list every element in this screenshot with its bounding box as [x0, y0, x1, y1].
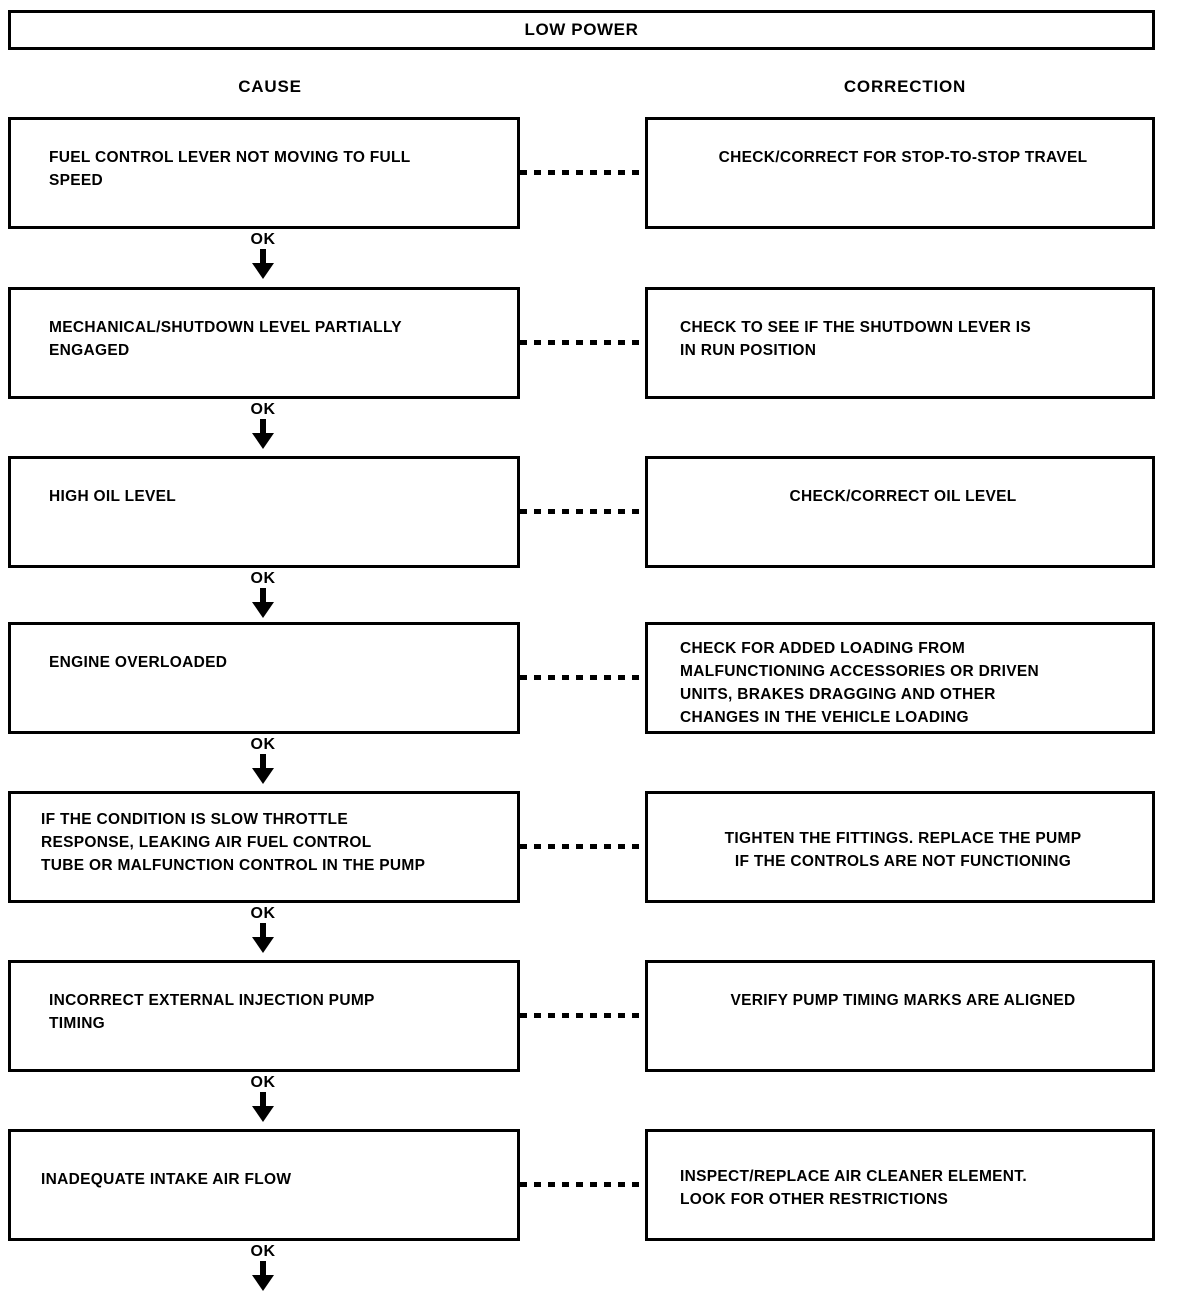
ok-label: OK	[250, 231, 276, 248]
correction-text: VERIFY PUMP TIMING MARKS ARE ALIGNED	[730, 992, 1076, 1009]
ok-label: OK	[250, 905, 276, 922]
ok-label: OK	[250, 570, 276, 587]
arrow-shaft	[260, 588, 266, 602]
cause-text: HIGH OIL LEVEL	[49, 488, 177, 505]
cause-text: FUEL CONTROL LEVER NOT MOVING TO FULL SP…	[49, 149, 411, 189]
cause-box: INADEQUATE INTAKE AIR FLOW	[8, 1129, 520, 1241]
column-heading-cause: CAUSE	[238, 77, 302, 96]
arrow-shaft	[260, 1261, 266, 1275]
ok-label: OK	[250, 736, 276, 753]
cause-box: MECHANICAL/SHUTDOWN LEVEL PARTIALLY ENGA…	[8, 287, 520, 399]
cause-correction-link	[520, 1182, 645, 1187]
correction-text: TIGHTEN THE FITTINGS. REPLACE THE PUMP I…	[724, 830, 1082, 870]
cause-correction-link	[520, 1013, 645, 1018]
cause-correction-link	[520, 675, 645, 680]
ok-label: OK	[250, 1074, 276, 1091]
arrow-head-icon	[252, 602, 274, 618]
cause-correction-link	[520, 844, 645, 849]
cause-text: IF THE CONDITION IS SLOW THROTTLE RESPON…	[41, 811, 426, 874]
cause-box: ENGINE OVERLOADED	[8, 622, 520, 734]
ok-arrow-connector: OK	[228, 1074, 298, 1122]
cause-text: ENGINE OVERLOADED	[49, 654, 228, 671]
cause-correction-link	[520, 170, 645, 175]
correction-text: CHECK TO SEE IF THE SHUTDOWN LEVER IS IN…	[680, 319, 1031, 359]
ok-label: OK	[250, 401, 276, 418]
cause-correction-link	[520, 509, 645, 514]
ok-arrow-connector: OK	[228, 401, 298, 449]
correction-box: TIGHTEN THE FITTINGS. REPLACE THE PUMP I…	[645, 791, 1155, 903]
arrow-head-icon	[252, 263, 274, 279]
correction-text: CHECK/CORRECT OIL LEVEL	[789, 488, 1017, 505]
arrow-shaft	[260, 419, 266, 433]
correction-text: INSPECT/REPLACE AIR CLEANER ELEMENT. LOO…	[680, 1168, 1027, 1208]
correction-box: CHECK/CORRECT FOR STOP-TO-STOP TRAVEL	[645, 117, 1155, 229]
cause-box: IF THE CONDITION IS SLOW THROTTLE RESPON…	[8, 791, 520, 903]
arrow-shaft	[260, 923, 266, 937]
cause-box: INCORRECT EXTERNAL INJECTION PUMP TIMING	[8, 960, 520, 1072]
ok-arrow-connector: OK	[228, 1243, 298, 1291]
arrow-head-icon	[252, 768, 274, 784]
column-heading-correction: CORRECTION	[843, 77, 967, 96]
correction-box: INSPECT/REPLACE AIR CLEANER ELEMENT. LOO…	[645, 1129, 1155, 1241]
correction-text: CHECK/CORRECT FOR STOP-TO-STOP TRAVEL	[718, 149, 1088, 166]
ok-label: OK	[250, 1243, 276, 1260]
ok-arrow-connector: OK	[228, 231, 298, 279]
correction-box: CHECK/CORRECT OIL LEVEL	[645, 456, 1155, 568]
cause-text: INCORRECT EXTERNAL INJECTION PUMP TIMING	[49, 992, 375, 1032]
arrow-shaft	[260, 1092, 266, 1106]
arrow-head-icon	[252, 937, 274, 953]
cause-text: INADEQUATE INTAKE AIR FLOW	[41, 1171, 292, 1188]
ok-arrow-connector: OK	[228, 570, 298, 618]
correction-box: CHECK TO SEE IF THE SHUTDOWN LEVER IS IN…	[645, 287, 1155, 399]
arrow-head-icon	[252, 1106, 274, 1122]
correction-text: CHECK FOR ADDED LOADING FROM MALFUNCTION…	[680, 640, 1039, 726]
arrow-head-icon	[252, 1275, 274, 1291]
cause-box: FUEL CONTROL LEVER NOT MOVING TO FULL SP…	[8, 117, 520, 229]
cause-correction-link	[520, 340, 645, 345]
correction-box: VERIFY PUMP TIMING MARKS ARE ALIGNED	[645, 960, 1155, 1072]
arrow-shaft	[260, 249, 266, 263]
correction-box: CHECK FOR ADDED LOADING FROM MALFUNCTION…	[645, 622, 1155, 734]
cause-box: HIGH OIL LEVEL	[8, 456, 520, 568]
cause-text: MECHANICAL/SHUTDOWN LEVEL PARTIALLY ENGA…	[49, 319, 402, 359]
ok-arrow-connector: OK	[228, 905, 298, 953]
arrow-head-icon	[252, 433, 274, 449]
page-title: LOW POWER	[524, 20, 639, 39]
chart-title-bar: LOW POWER	[8, 10, 1155, 50]
arrow-shaft	[260, 754, 266, 768]
ok-arrow-connector: OK	[228, 736, 298, 784]
